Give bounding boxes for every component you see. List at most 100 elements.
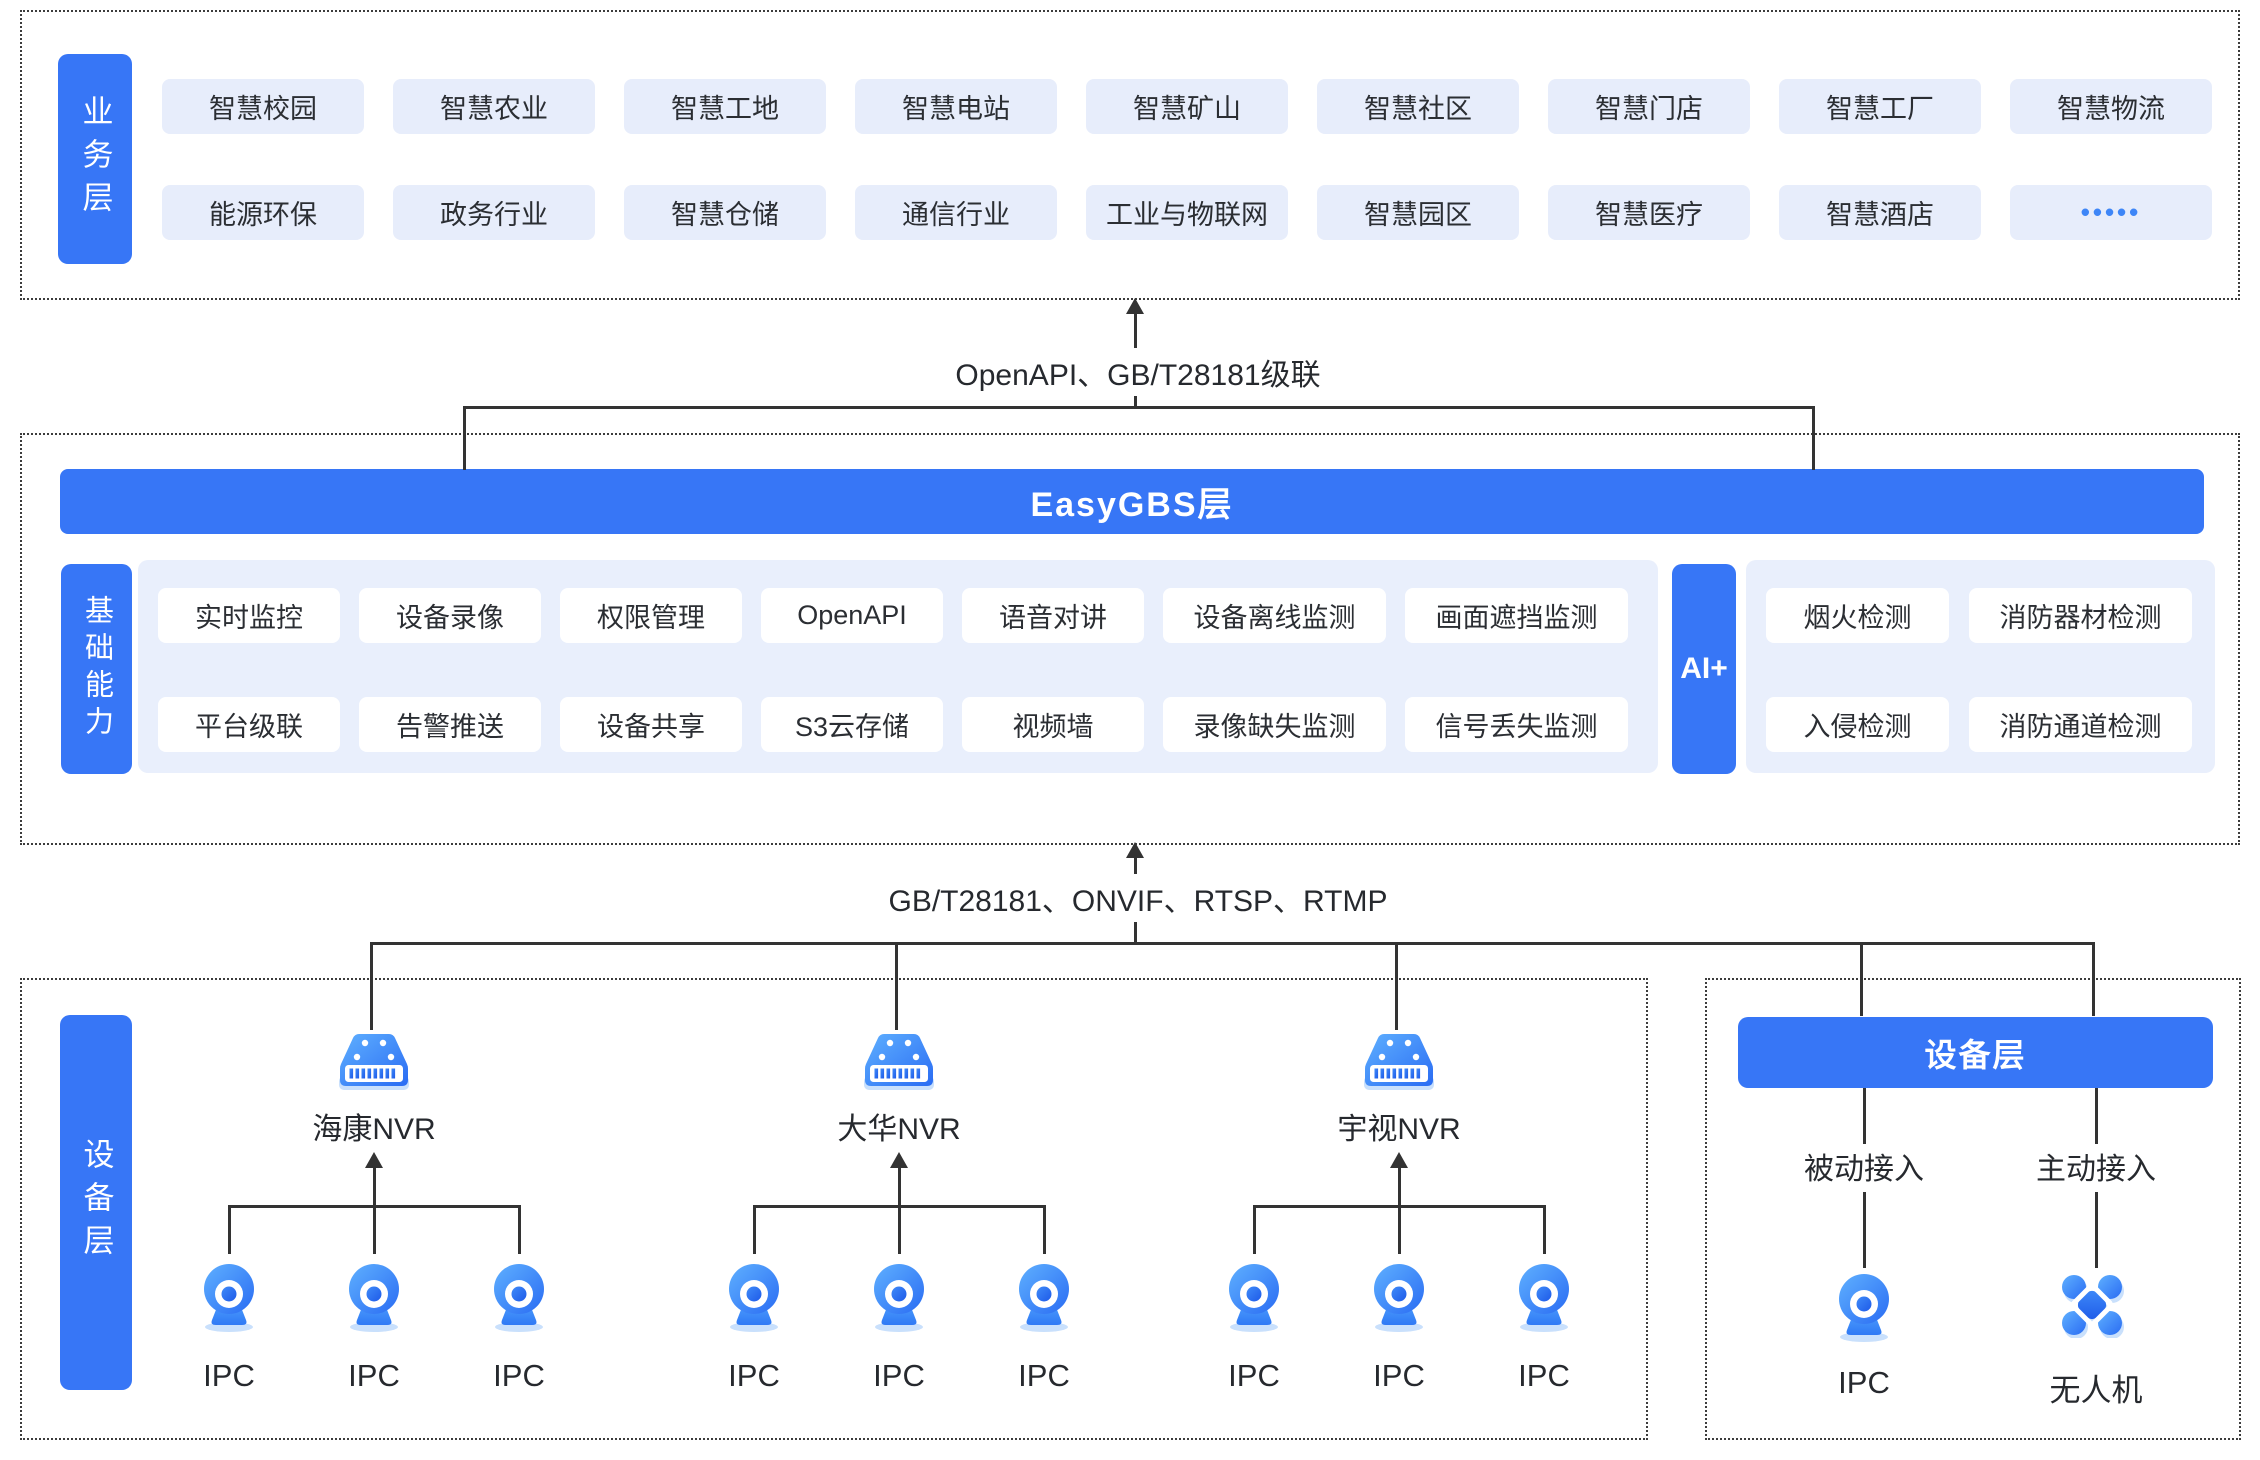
ai-chip: 消防器材检测 — [1969, 588, 2192, 643]
capability-chip: 平台级联 — [158, 697, 340, 752]
ai-chip: 消防通道检测 — [1969, 697, 2192, 752]
drop-to-nvr-1 — [370, 942, 373, 1030]
business-chip: 政务行业 — [393, 185, 595, 240]
bottom-link-protocol-label: GB/T28181、ONVIF、RTSP、RTMP — [872, 874, 1404, 922]
drop-to-passive — [1860, 942, 1863, 1016]
capability-chip: 语音对讲 — [962, 588, 1144, 643]
ai-chip: 烟火检测 — [1766, 588, 1949, 643]
device-layer-left-box: 设备层 海康NVR IPC IPC IPC 大华NVR — [20, 978, 1648, 1440]
ai-panel: 烟火检测 消防器材检测 入侵检测 消防通道检测 — [1746, 560, 2215, 773]
device-layer-right-header: 设备层 — [1738, 1017, 2213, 1088]
drop-to-nvr-3 — [1395, 942, 1398, 1030]
nvr-name: 海康NVR — [312, 1113, 436, 1146]
ipc-camera-icon — [343, 1262, 405, 1332]
ellipsis-dots: ••••• — [2010, 185, 2212, 240]
business-chip: 智慧园区 — [1317, 185, 1519, 240]
ipc-camera-icon — [1513, 1262, 1575, 1332]
business-chip: 智慧矿山 — [1086, 79, 1288, 134]
ipc-label: IPC — [1518, 1358, 1570, 1393]
ipc-camera-icon — [868, 1262, 930, 1332]
connector-top-left-drop — [463, 406, 466, 470]
ipc-label: IPC — [1018, 1358, 1070, 1393]
ipc-label: IPC — [728, 1358, 780, 1393]
capability-chip: 信号丢失监测 — [1405, 697, 1628, 752]
drop-to-active — [2092, 942, 2095, 1016]
arrow-up-icon — [1126, 298, 1144, 314]
base-capabilities-panel: 实时监控 设备录像 权限管理 OpenAPI 语音对讲 设备离线监测 画面遮挡监… — [138, 560, 1658, 773]
nvr-name: 大华NVR — [837, 1113, 961, 1146]
ipc-camera-icon — [1013, 1262, 1075, 1332]
ai-row-1: 烟火检测 消防器材检测 — [1766, 588, 2192, 643]
ipc-camera-icon — [1368, 1262, 1430, 1332]
easygbs-title-bar: EasyGBS层 — [60, 469, 2204, 534]
capability-chip: S3云存储 — [761, 697, 943, 752]
ipc-label: IPC — [873, 1358, 925, 1393]
business-chip: 智慧医疗 — [1548, 185, 1750, 240]
arrow-up-icon — [1390, 1152, 1408, 1168]
capability-chip: 设备录像 — [359, 588, 541, 643]
connector-top-right-drop — [1812, 406, 1815, 470]
nvr-icon — [857, 1032, 941, 1094]
capabilities-row-2: 平台级联 告警推送 设备共享 S3云存储 视频墙 录像缺失监测 信号丢失监测 — [158, 697, 1628, 752]
arrow-up-icon — [890, 1152, 908, 1168]
drone-label: 无人机 — [2049, 1373, 2143, 1408]
nvr-group: 大华NVR IPC IPC IPC — [728, 980, 1070, 1442]
ipc-label: IPC — [348, 1358, 400, 1393]
business-chip: 智慧电站 — [855, 79, 1057, 134]
nvr-group: 宇视NVR IPC IPC IPC — [1228, 980, 1570, 1442]
ipc-camera-icon — [1223, 1262, 1285, 1332]
capability-chip: 实时监控 — [158, 588, 340, 643]
capability-chip: OpenAPI — [761, 588, 943, 643]
ipc-camera-icon — [198, 1262, 260, 1332]
business-chip: 智慧工厂 — [1779, 79, 1981, 134]
device-layer-left-label: 设备层 — [60, 1015, 132, 1390]
nvr-group: 海康NVR IPC IPC IPC — [203, 980, 545, 1442]
ai-row-2: 入侵检测 消防通道检测 — [1766, 697, 2192, 752]
nvr-name: 宇视NVR — [1337, 1113, 1461, 1146]
business-layer-box: 业务层 智慧校园 智慧农业 智慧工地 智慧电站 智慧矿山 智慧社区 智慧门店 智… — [20, 10, 2240, 300]
arrow-up-icon — [365, 1152, 383, 1168]
business-chip: 工业与物联网 — [1086, 185, 1288, 240]
capability-chip: 告警推送 — [359, 697, 541, 752]
capability-chip: 设备离线监测 — [1163, 588, 1386, 643]
drone-icon — [2061, 1274, 2125, 1339]
capability-chip: 视频墙 — [962, 697, 1144, 752]
ipc-camera-icon — [723, 1262, 785, 1332]
nvr-icon — [332, 1032, 416, 1094]
ipc-label: IPC — [1228, 1358, 1280, 1393]
business-row-1: 智慧校园 智慧农业 智慧工地 智慧电站 智慧矿山 智慧社区 智慧门店 智慧工厂 … — [162, 79, 2212, 134]
connector-top-bracket — [463, 406, 1815, 409]
business-chip: 智慧仓储 — [624, 185, 826, 240]
business-chip: 智慧社区 — [1317, 79, 1519, 134]
capability-chip: 设备共享 — [560, 697, 742, 752]
capability-chip: 画面遮挡监测 — [1405, 588, 1628, 643]
business-chip: 智慧门店 — [1548, 79, 1750, 134]
base-capabilities-label: 基础能力 — [61, 564, 132, 774]
capability-chip: 权限管理 — [560, 588, 742, 643]
business-chip: 能源环保 — [162, 185, 364, 240]
ipc-camera-icon — [1833, 1272, 1895, 1342]
business-layer-label: 业务层 — [58, 54, 132, 264]
ipc-label: IPC — [1373, 1358, 1425, 1393]
easygbs-layer-box: EasyGBS层 基础能力 实时监控 设备录像 权限管理 OpenAPI 语音对… — [20, 433, 2240, 845]
ai-chip: 入侵检测 — [1766, 697, 1949, 752]
ai-plus-label: AI+ — [1672, 564, 1736, 774]
ipc-label: IPC — [1838, 1365, 1890, 1400]
business-chip: 智慧酒店 — [1779, 185, 1981, 240]
business-chip: 智慧工地 — [624, 79, 826, 134]
capability-chip: 录像缺失监测 — [1163, 697, 1386, 752]
arrow-up-icon — [1126, 842, 1144, 858]
active-access-label: 主动接入 — [2016, 1144, 2176, 1188]
business-chip: 智慧农业 — [393, 79, 595, 134]
business-chip: 通信行业 — [855, 185, 1057, 240]
business-chip: 智慧物流 — [2010, 79, 2212, 134]
capabilities-row-1: 实时监控 设备录像 权限管理 OpenAPI 语音对讲 设备离线监测 画面遮挡监… — [158, 588, 1628, 643]
ipc-label: IPC — [493, 1358, 545, 1393]
top-link-protocol-label: OpenAPI、GB/T28181级联 — [939, 348, 1337, 396]
ipc-label: IPC — [203, 1358, 255, 1393]
connector-bottom-bracket — [370, 942, 2095, 945]
ipc-camera-icon — [488, 1262, 550, 1332]
business-chip: 智慧校园 — [162, 79, 364, 134]
device-layer-right-box: 设备层 被动接入 主动接入 IPC 无人机 — [1705, 978, 2241, 1440]
